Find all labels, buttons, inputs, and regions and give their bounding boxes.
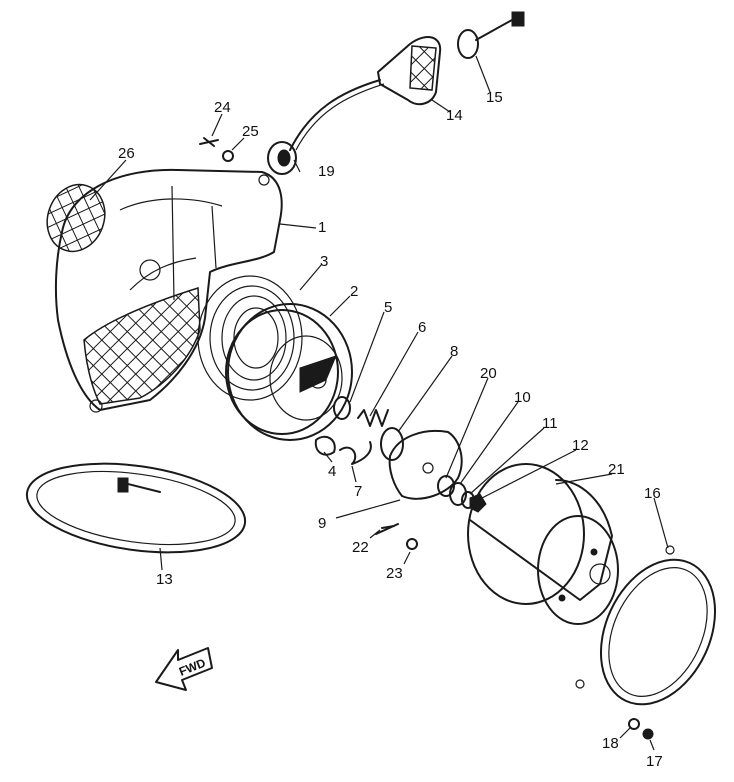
callout-9: 9 xyxy=(318,515,326,532)
part-25-washer xyxy=(222,150,234,162)
callout-6: 6 xyxy=(418,319,426,336)
callout-26: 26 xyxy=(118,145,135,162)
part-2-rope-pulley xyxy=(225,303,353,441)
part-9-friction-plate xyxy=(388,430,463,500)
callout-11: 11 xyxy=(542,415,558,432)
callout-18: 18 xyxy=(602,735,619,752)
part-22-bolt xyxy=(375,523,399,535)
callout-23: 23 xyxy=(386,565,403,582)
callout-3: 3 xyxy=(320,253,328,270)
part-16-cover-ring xyxy=(575,545,717,706)
callout-20: 20 xyxy=(480,365,497,382)
callout-1: 1 xyxy=(318,219,326,236)
part-5-washer xyxy=(333,396,351,420)
callout-21: 21 xyxy=(608,461,625,478)
part-8-circlip xyxy=(380,427,404,461)
part-13-rope-loop xyxy=(25,462,247,554)
part-4-pawl xyxy=(314,435,336,456)
part-20-washer xyxy=(437,475,455,497)
part-19-grommet xyxy=(267,141,297,175)
part-26-grille-disc xyxy=(46,183,106,253)
callout-12: 12 xyxy=(572,437,589,454)
part-18-washer xyxy=(628,718,640,730)
callout-13: 13 xyxy=(156,571,173,588)
callout-7: 7 xyxy=(354,483,362,500)
callout-14: 14 xyxy=(446,107,463,124)
callout-22: 22 xyxy=(352,539,369,556)
callout-10: 10 xyxy=(514,389,531,406)
callout-5: 5 xyxy=(384,299,392,316)
starter-rope xyxy=(289,79,381,151)
callout-16: 16 xyxy=(644,485,661,502)
callout-25: 25 xyxy=(242,123,259,140)
callout-17: 17 xyxy=(646,753,663,770)
callout-8: 8 xyxy=(450,343,458,360)
part-14-handle xyxy=(377,36,442,106)
part-10-washer xyxy=(449,482,467,506)
leader-lines xyxy=(89,55,669,751)
part-6-coil-spring xyxy=(357,409,389,427)
callout-2: 2 xyxy=(350,283,358,300)
part-24-bolt xyxy=(199,137,219,147)
part-3-spiral-spring xyxy=(197,275,303,401)
callout-15: 15 xyxy=(486,89,503,106)
part-17-bolt xyxy=(642,728,654,740)
part-7-spring-clip xyxy=(339,441,372,465)
part-15-rope-grip xyxy=(457,11,525,59)
part-21-starter-cup xyxy=(467,463,619,625)
fwd-direction-arrow: FWD xyxy=(155,647,213,691)
starter-rope-inner xyxy=(295,83,385,151)
callout-4: 4 xyxy=(328,463,336,480)
part-1-starter-case xyxy=(54,168,283,413)
callout-24: 24 xyxy=(214,99,231,116)
part-23-washer xyxy=(406,538,418,550)
callout-19: 19 xyxy=(318,163,335,180)
